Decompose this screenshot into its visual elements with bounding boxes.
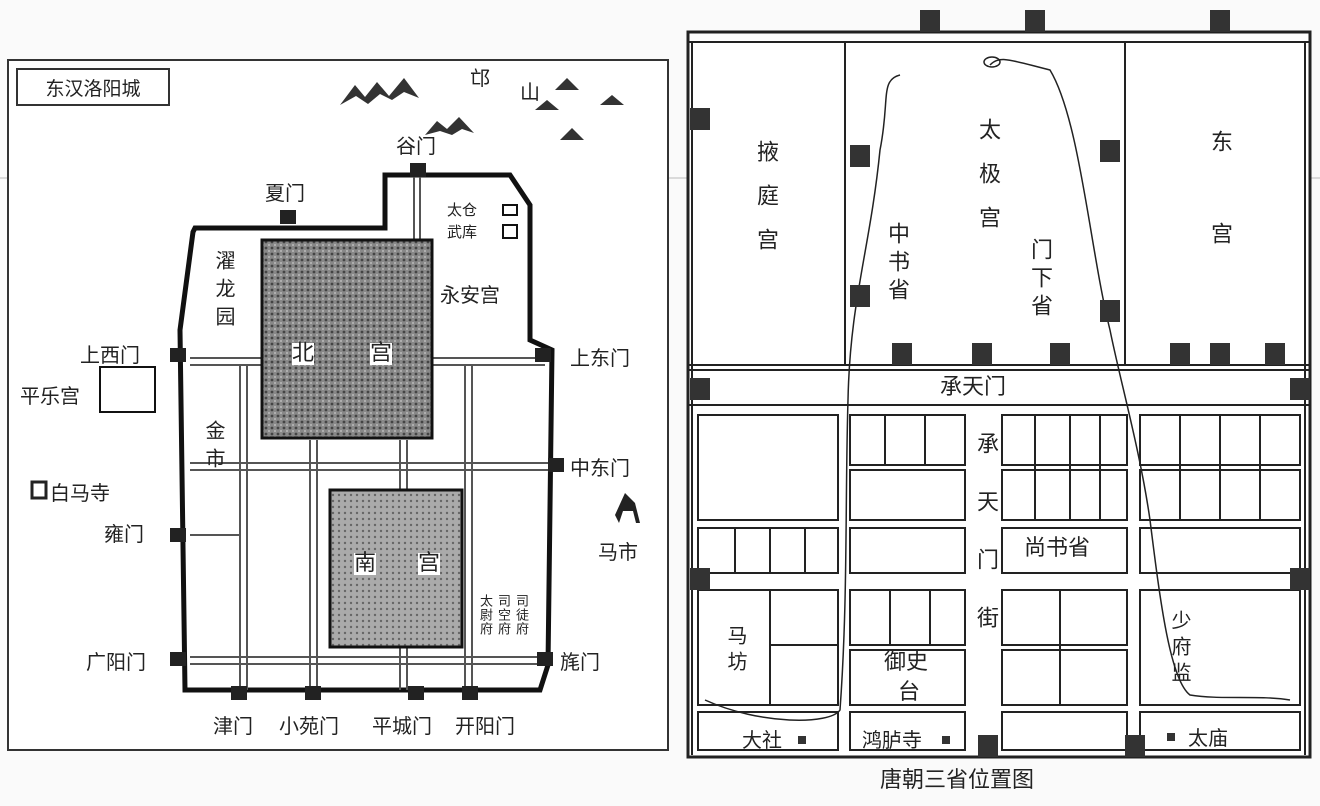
label-taiji: 太极宫	[975, 118, 1000, 250]
gate-shangxi: 上西门	[80, 343, 140, 367]
luoyang-map	[7, 59, 669, 751]
route-line	[704, 74, 901, 721]
label-yeting: 掖庭宫	[753, 140, 778, 272]
gate-mao: 旄门	[560, 650, 600, 674]
map-title-luoyang: 东汉洛阳城	[16, 68, 170, 106]
gate-pingcheng: 平城门	[372, 714, 432, 738]
gate-xia: 夏门	[265, 181, 305, 205]
label-sikong: 司空府	[495, 594, 510, 636]
label-taiwei: 太尉府	[477, 594, 492, 636]
tang-changan-map	[686, 10, 1312, 759]
label-gong-s: 宫	[418, 551, 441, 576]
map-caption-tang: 唐朝三省位置图	[880, 768, 1035, 793]
label-mashi: 马市	[598, 540, 638, 564]
label-pingle: 平乐宫	[20, 384, 80, 408]
label-zhuolong: 濯龙园	[212, 250, 236, 334]
gate-kaiyang: 开阳门	[455, 714, 515, 738]
gate-gu: 谷门	[396, 134, 436, 158]
label-shangshu: 尚书省	[1024, 536, 1091, 561]
label-donggong: 东宫	[1207, 130, 1232, 314]
south-palace	[328, 488, 464, 649]
gate-icons	[690, 10, 1310, 757]
label-chengtianmen: 承天门	[940, 375, 1007, 400]
label-mang: 邙	[470, 66, 490, 90]
label-taicang: 太仓	[447, 201, 478, 219]
label-tai: 台	[898, 680, 921, 705]
gate-xiaoyuan: 小苑门	[279, 714, 339, 738]
label-yushi: 御史	[884, 650, 929, 675]
label-baima: 白马寺	[50, 481, 110, 505]
label-yongan: 永安宫	[440, 283, 500, 307]
gate-shangdong: 上东门	[570, 346, 630, 370]
label-jinshi: 金市	[202, 420, 226, 476]
label-honglu: 鸿胪寺	[862, 728, 922, 752]
label-shaofu: 少府监	[1168, 610, 1192, 688]
label-situ: 司徒府	[513, 594, 528, 636]
label-zhongshu: 中书省	[884, 222, 909, 306]
city-blocks	[697, 414, 1301, 751]
label-bei: 北	[292, 341, 315, 366]
gate-icons	[30, 163, 640, 700]
gate-yong: 雍门	[104, 522, 144, 546]
label-dashe: 大社	[742, 728, 782, 752]
gate-jin: 津门	[213, 714, 253, 738]
mangshan-mountains	[340, 78, 624, 140]
label-shan: 山	[520, 80, 540, 104]
label-menxia: 门下省	[1027, 238, 1052, 322]
gate-zhongdong: 中东门	[570, 456, 630, 480]
label-gong-n: 宫	[370, 341, 393, 366]
gate-guangyang: 广阳门	[86, 650, 146, 674]
label-wuku: 武库	[447, 223, 478, 241]
label-chengtianjie: 承天门街	[973, 432, 998, 664]
label-nan: 南	[354, 551, 377, 576]
label-taimiao: 太庙	[1188, 726, 1228, 750]
north-palace	[260, 238, 434, 440]
label-mafang: 马坊	[724, 625, 748, 677]
